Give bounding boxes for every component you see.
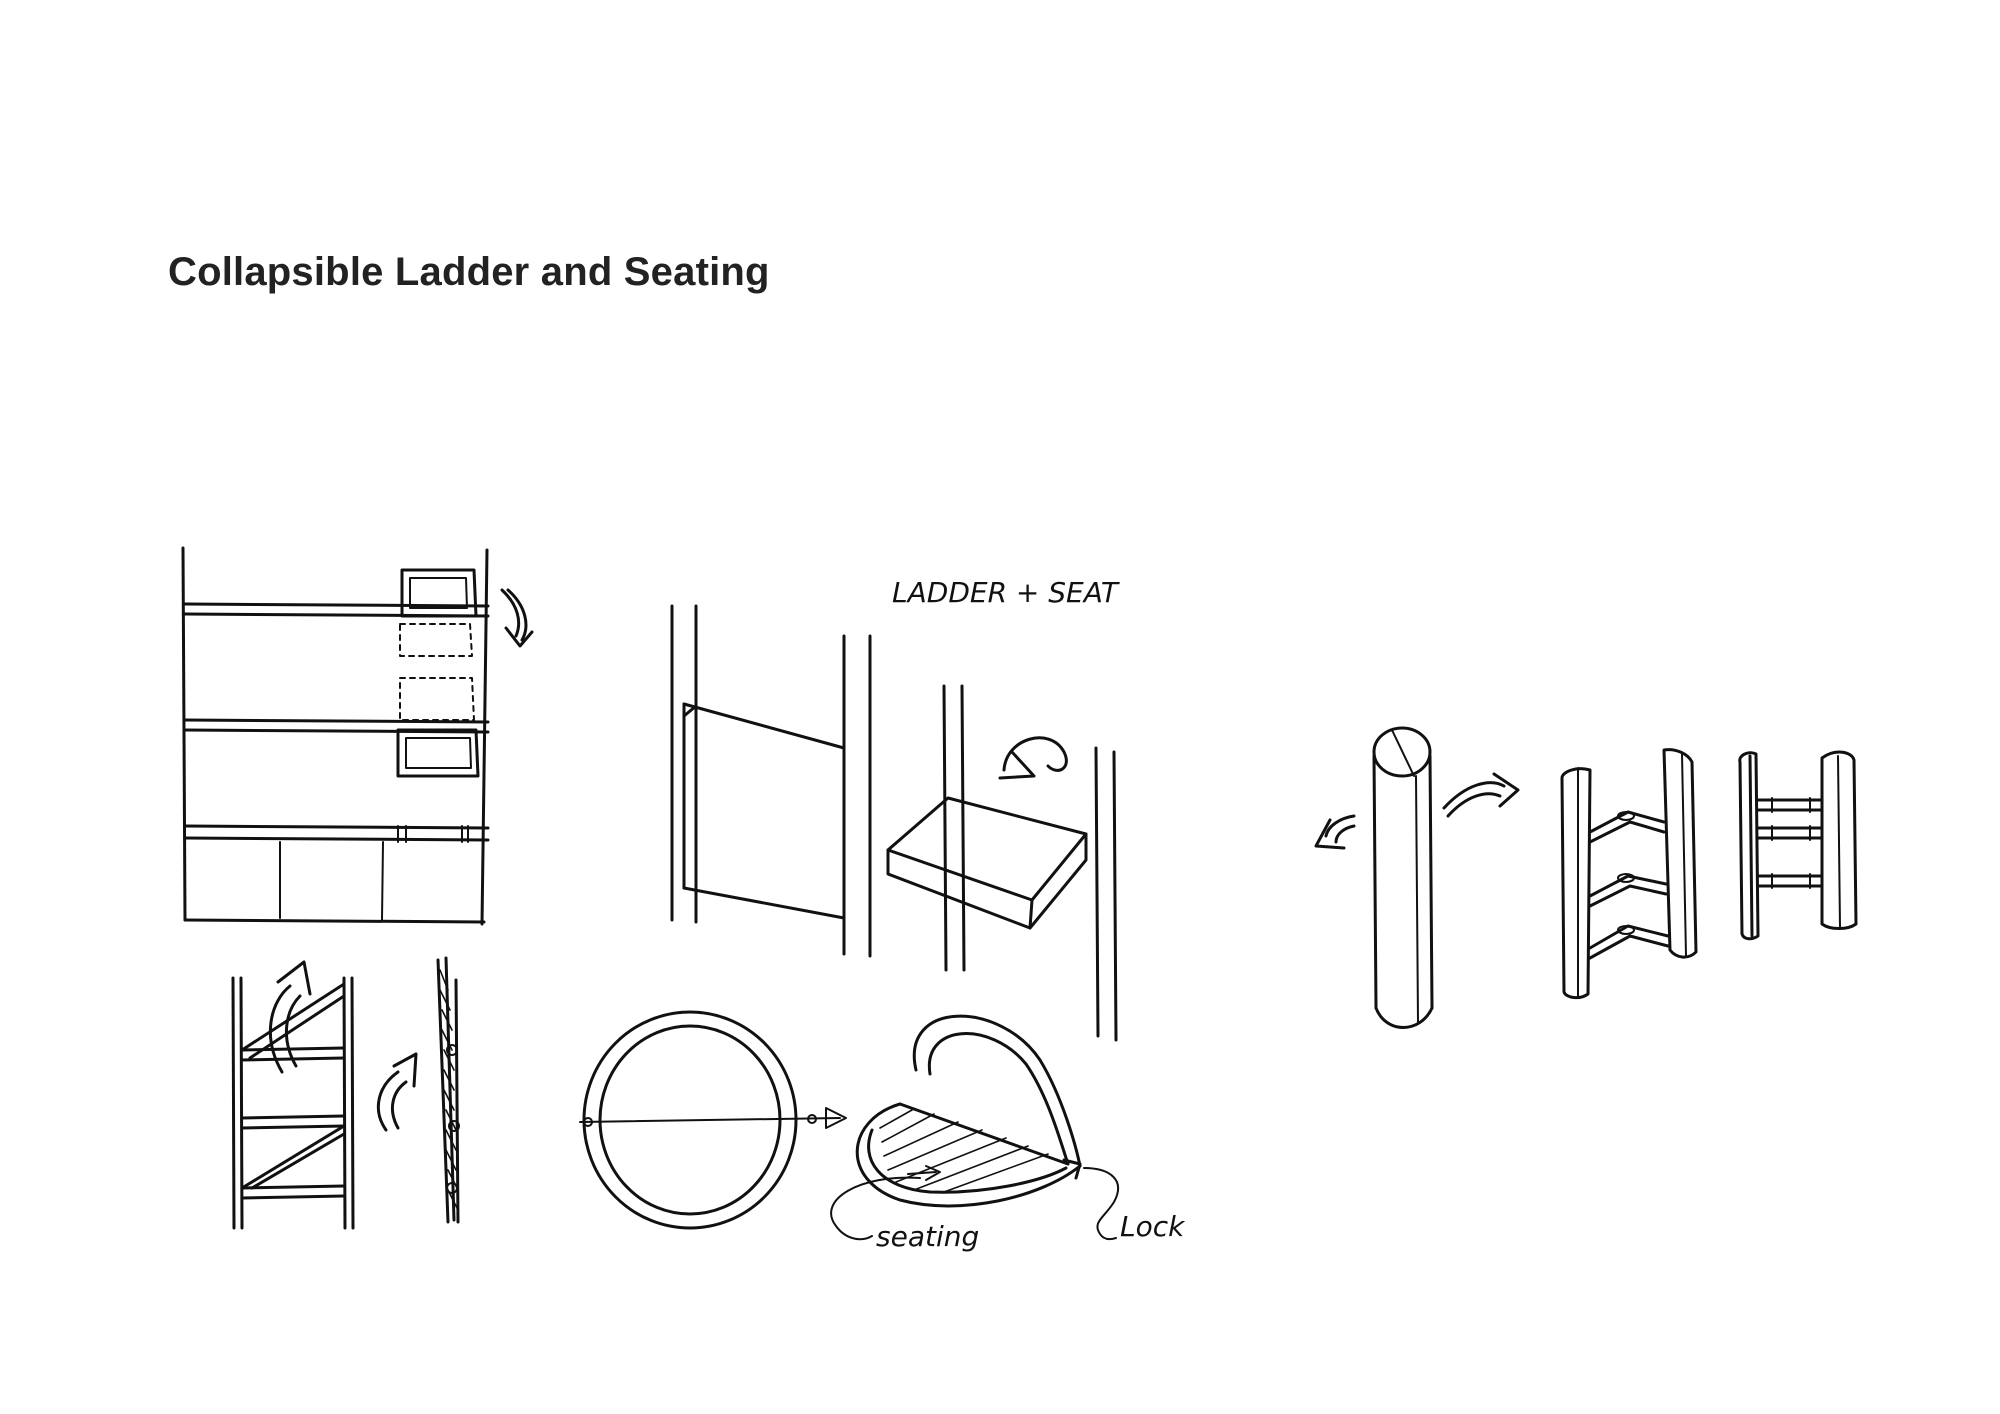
wall-ladder-sketch: [181, 546, 534, 926]
ladder-seat-label: LADDER + SEAT: [892, 576, 1120, 609]
ring-seat-sketch: seating Lock: [579, 1010, 1186, 1253]
fold-out-seat-sketch: [886, 684, 1118, 1042]
lock-label: Lock: [1120, 1210, 1186, 1243]
pole-ladder-sketch: [1314, 726, 1858, 1029]
ladder-seat-sketch: LADDER + SEAT: [670, 576, 1120, 958]
zigzag-ladder-sketch: [231, 956, 460, 1230]
page-title: Collapsible Ladder and Seating: [168, 250, 770, 294]
seating-label: seating: [876, 1220, 979, 1253]
